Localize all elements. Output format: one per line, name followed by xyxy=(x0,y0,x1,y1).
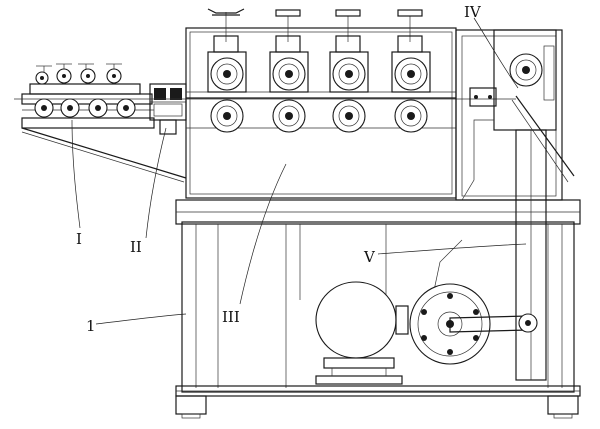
motor-assembly xyxy=(315,281,538,385)
lower-rollers xyxy=(210,99,428,133)
callout-label-III: III xyxy=(222,308,240,326)
adjustment-handwheels xyxy=(207,8,423,53)
callout-label-I: I xyxy=(76,230,82,248)
guide-block xyxy=(149,83,187,135)
leader-lines xyxy=(71,17,527,325)
callout-label-IV: IV xyxy=(464,3,482,21)
drive-column xyxy=(431,29,575,381)
upper-rollers xyxy=(207,51,431,93)
feeder-unit xyxy=(21,63,187,183)
base-frame xyxy=(175,199,581,419)
callout-label-V: V xyxy=(363,248,376,266)
callout-label-1: 1 xyxy=(86,317,96,335)
callout-label-II: II xyxy=(130,238,142,256)
